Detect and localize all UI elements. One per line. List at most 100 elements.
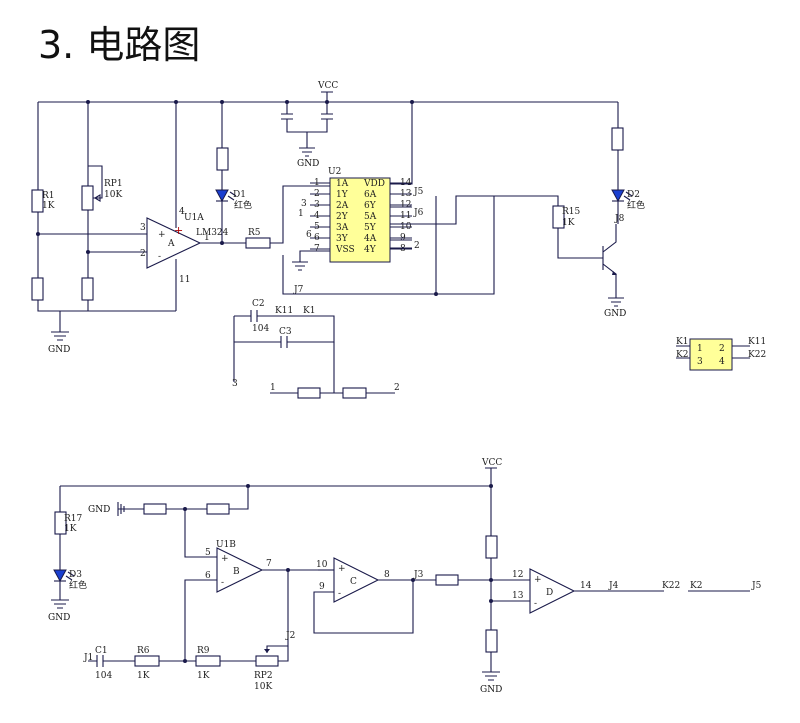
u2-pin-name-11: 5A [364, 212, 377, 222]
u1b-pin-out: 7 [266, 559, 272, 569]
potentiometer-rp1: RP1 10K [81, 102, 123, 311]
d1-ref: D1 [233, 190, 246, 200]
vcc-symbol: VCC [317, 81, 338, 102]
u2-pin-name-3: 2A [336, 201, 349, 211]
d3-color: 红色 [69, 579, 87, 591]
u1a-red-plus: + [174, 224, 183, 237]
capacitor-network: C2 104 C3 K11 K1 3 1 2 [232, 299, 400, 399]
u2-pin-name-9: 4A [364, 234, 377, 244]
gnd-symbol-u2: J7 [292, 250, 330, 295]
u2-pin-num-2: 2 [314, 189, 320, 199]
u1d-unit: D [546, 588, 553, 598]
u1a-pin-vcc: 4 [179, 207, 185, 217]
u1a-unit: A [167, 239, 175, 249]
resistor-divider-bottom [485, 629, 498, 653]
gnd-symbol-transistor: GND [604, 292, 626, 319]
led-d3: D3 红色 [53, 569, 87, 591]
j4-label: J4 [608, 581, 619, 591]
r6-ref: R6 [137, 646, 150, 656]
gnd-label-transistor: GND [604, 309, 626, 319]
k1-label: K1 [303, 306, 315, 316]
r6-val: 1K [137, 671, 150, 681]
bottom-circuit: VCC R17 1K D3 红色 GND GND [48, 458, 762, 695]
u1a-pin-minus: 2 [140, 249, 146, 259]
gnd-symbol-divider: GND [88, 502, 144, 516]
k11-label: K11 [275, 306, 293, 316]
u1b-pin-minus: 6 [205, 571, 211, 581]
u2-pin-name-13: 6A [364, 190, 377, 200]
u2-pin-num-3: 3 [314, 200, 320, 210]
c2-ref: C2 [252, 299, 265, 309]
u1a-pin-out: 1 [204, 233, 210, 243]
u1c-pin-out: 8 [384, 570, 390, 580]
opamp-u1a: + - A 3 2 1 4 11 U1A LM324 + [140, 102, 229, 311]
resistor-top-d1 [216, 147, 229, 171]
u2-pin-name-14: VDD [363, 179, 385, 189]
gnd-label-left: GND [48, 345, 70, 355]
r15-val: 1K [562, 218, 575, 228]
vcc-label-bottom: VCC [481, 458, 502, 468]
c1-val: 104 [95, 671, 112, 681]
decoupling-capacitors: GND [281, 102, 333, 169]
k2-label-bottom: K2 [690, 581, 702, 591]
gnd-symbol-left: GND [48, 311, 70, 355]
vcc-label: VCC [317, 81, 338, 91]
transistor-q: J8 [602, 214, 625, 292]
d3-ref: D3 [69, 570, 82, 580]
u2-pin-num-12: 12 [400, 200, 411, 210]
rp1-val: 10K [104, 190, 122, 200]
u2-pin-num-4: 4 [314, 211, 320, 221]
u1c-minus: - [338, 589, 341, 599]
r9-ref: R9 [197, 646, 210, 656]
r5-ref: R5 [248, 228, 261, 238]
c3-ref: C3 [279, 327, 292, 337]
u2-pin-num-13: 13 [400, 189, 412, 199]
r9-val: 1K [197, 671, 210, 681]
u2-ext-2: 2 [414, 241, 420, 251]
u2-pin-num-5: 5 [314, 222, 320, 232]
u2-pin-name-10: 5Y [364, 223, 377, 233]
r17-val: 1K [64, 524, 77, 534]
u2-pin-name-5: 3A [336, 223, 349, 233]
top-circuit: VCC GND R1 1K RP1 10K [31, 81, 766, 399]
u1b-unit: B [233, 567, 240, 577]
u2-pin-num-9: 9 [400, 233, 406, 243]
gnd-label-caps: GND [297, 159, 319, 169]
u2-pin-num-11: 11 [400, 211, 411, 221]
page-title: 3. 电路图 [38, 23, 201, 67]
resistor-divider-left [143, 503, 167, 515]
opamp-u1b: + - B U1B 5 6 7 [205, 540, 272, 593]
resistor-j3 [435, 574, 459, 586]
resistor-divider-top [485, 535, 498, 559]
gnd-symbol-right: GND [480, 652, 502, 695]
rp1-ref: RP1 [104, 179, 123, 189]
resistor-divider-right [206, 503, 230, 515]
pin2-label: 2 [394, 383, 400, 393]
u1c-pin-plus: 10 [316, 560, 328, 570]
u2-ext-3: 3 [301, 199, 307, 209]
u2-pin-num-7: 7 [314, 244, 320, 254]
resistor-d2 [611, 127, 624, 151]
j6-label: J6 [413, 208, 424, 218]
j2-label: J2 [285, 631, 295, 641]
u2-pin-name-1: 1A [336, 179, 349, 189]
led-d1: D1 红色 [215, 189, 252, 211]
u2-pin-num-1: 1 [314, 178, 320, 188]
u1b-pin-plus: 5 [205, 548, 211, 558]
led-d2: D2 红色 [611, 189, 645, 211]
conn-p1: 1 [697, 344, 703, 354]
u1d-pin-out: 14 [580, 581, 592, 591]
u2-pin-name-7: VSS [335, 245, 355, 255]
resistor-rp1-lower [81, 277, 94, 301]
u1b-plus: + [221, 554, 229, 564]
j5-label: J5 [413, 187, 424, 197]
vcc-symbol-bottom: VCC [481, 458, 502, 486]
u1d-pin-plus: 12 [512, 570, 523, 580]
u1c-plus: + [338, 564, 346, 574]
u2-pin-name-12: 6Y [364, 201, 377, 211]
u2-ext-6: 6 [306, 230, 312, 240]
u1c-pin-minus: 9 [319, 582, 325, 592]
gnd-symbol-d3: GND [48, 581, 70, 623]
rp2-val: 10K [254, 682, 272, 692]
resistor-left-lower [31, 277, 44, 301]
